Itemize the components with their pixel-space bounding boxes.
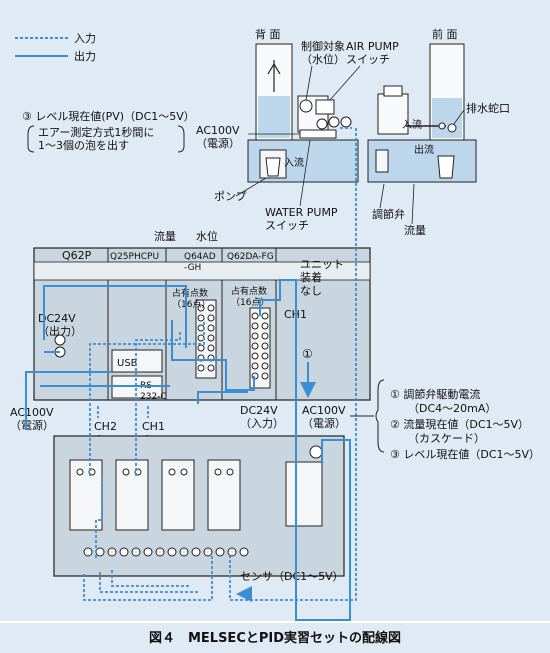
unit-label: ユニット装着なし xyxy=(300,258,344,297)
dc24-out-label: DC24V（出力） xyxy=(38,312,82,338)
inflow-front-label: 入流 xyxy=(402,118,422,131)
legend: 入力 出力 xyxy=(15,32,96,63)
da-label: Q62DA-FG xyxy=(227,252,274,262)
tank-flow-label: 流量 xyxy=(404,223,426,237)
front-label: 前 面 xyxy=(432,27,458,41)
level-note-title: ③ レベル現在値(PV)（DC1～5V） xyxy=(22,110,195,123)
q62p-label: Q62P xyxy=(62,249,92,262)
signal-3: ③ レベル現在値（DC1～5V） xyxy=(390,448,540,461)
da-terminals xyxy=(251,312,269,380)
plc-ac-label: AC100V（電源） xyxy=(302,404,346,430)
pump-label: ポンプ xyxy=(214,190,247,203)
inflow-back-label: 入流 xyxy=(284,156,304,169)
cpu-label: Q25PHCPU xyxy=(110,252,159,262)
flow-label: 流量 xyxy=(154,229,176,243)
output-wires xyxy=(25,279,351,621)
figure-caption: 図４ MELSECとPID実習セットの配線図 xyxy=(149,630,401,646)
control-valve-label: 調節弁 xyxy=(372,207,405,221)
control-target-label: 制御対象（水位） xyxy=(301,39,345,66)
ad-points-label: 占有点数（16点） xyxy=(172,287,210,310)
io-base xyxy=(53,435,345,577)
signal-2: ② 流量現在値（DC1～5V） xyxy=(390,417,529,431)
signal-1: ① 調節弁駆動電流 xyxy=(390,387,480,401)
outflow-label: 出流 xyxy=(414,143,434,156)
ch2-label: CH2 xyxy=(94,420,117,433)
drain-label: 排水蛇口 xyxy=(466,101,510,115)
da-points-label: 占有点数（16点） xyxy=(231,285,269,308)
dc24-in-label: DC24V（入力） xyxy=(240,404,284,430)
tank-apparatus: 背 面 前 面 xyxy=(247,27,477,183)
input-wires xyxy=(83,127,357,601)
sensor-label: センサ（DC1～5V） xyxy=(240,570,344,583)
level-label: 水位 xyxy=(196,229,218,243)
legend-input: 入力 xyxy=(74,32,96,45)
tank-ac-label: AC100V（電源） xyxy=(196,124,240,150)
plc-labels: Q62P Q25PHCPU Q64AD-GH Q62DA-FG ユニット装着なし… xyxy=(10,229,346,447)
signal-1-range: （DC4～20mA） xyxy=(408,402,496,415)
ch1-label: CH1 xyxy=(142,420,165,433)
left-ac-label: AC100V（電源） xyxy=(10,406,54,432)
circled-1: ① xyxy=(302,347,313,361)
legend-output: 出力 xyxy=(74,49,96,63)
ad-terminals xyxy=(197,304,215,372)
usb-label: USB xyxy=(117,358,138,369)
back-label: 背 面 xyxy=(255,27,281,41)
signal-list: ① 調節弁駆動電流 （DC4～20mA） ② 流量現在値（DC1～5V） （カス… xyxy=(350,379,540,461)
signal-2-note: （カスケード） xyxy=(408,432,485,445)
ad-label: Q64AD-GH xyxy=(184,252,216,273)
